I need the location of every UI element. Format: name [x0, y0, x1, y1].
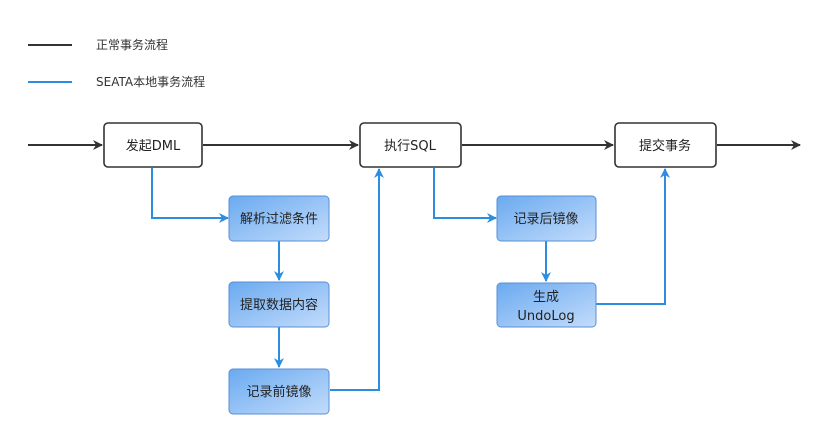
node-extract-data-label: 提取数据内容 — [240, 297, 318, 313]
node-extract-data: 提取数据内容 — [228, 281, 330, 328]
node-generate-undolog-line2: UndoLog — [517, 309, 574, 324]
node-commit-tx-label: 提交事务 — [639, 138, 691, 154]
node-parse-filter-label: 解析过滤条件 — [240, 211, 318, 227]
node-execute-sql-label: 执行SQL — [384, 139, 436, 154]
legend-normal-label: 正常事务流程 — [96, 37, 168, 52]
node-record-before-image-label: 记录前镜像 — [246, 384, 311, 400]
node-execute-sql: 执行SQL — [359, 122, 462, 168]
edge-undolog-to-commit — [596, 168, 670, 305]
edge-initiate-to-parse — [151, 168, 229, 223]
node-initiate-dml-label: 发起DML — [126, 138, 181, 154]
legend-seata-label: SEATA本地事务流程 — [96, 74, 205, 89]
node-record-before-image: 记录前镜像 — [228, 368, 330, 415]
node-commit-tx: 提交事务 — [614, 122, 717, 168]
seata-flow-edges — [151, 168, 670, 391]
node-record-after-image: 记录后镜像 — [496, 195, 597, 242]
node-record-after-image-label: 记录后镜像 — [513, 212, 578, 227]
node-parse-filter: 解析过滤条件 — [228, 195, 330, 242]
node-initiate-dml: 发起DML — [103, 122, 203, 168]
node-generate-undolog-line1: 生成 — [533, 290, 559, 305]
edge-before-image-to-execute — [330, 168, 384, 391]
node-generate-undolog: 生成 UndoLog — [496, 282, 597, 328]
edge-execute-to-after-image — [433, 168, 497, 223]
legend: 正常事务流程 SEATA本地事务流程 — [28, 37, 205, 89]
